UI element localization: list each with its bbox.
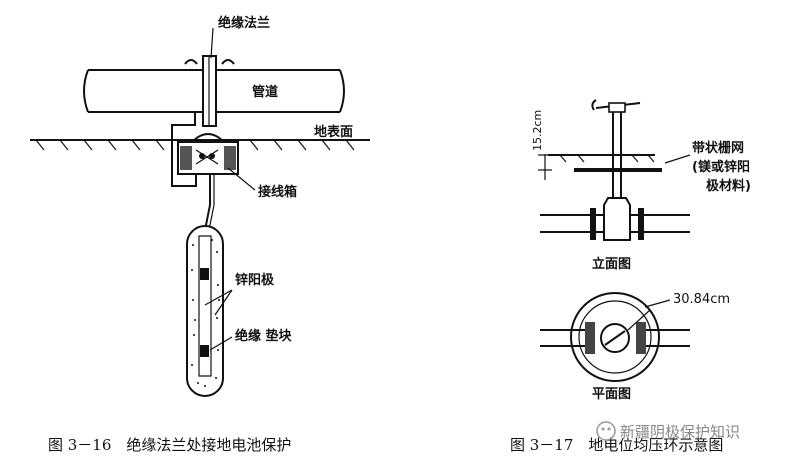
- valve-stem: [591, 99, 641, 198]
- label-junction-box: 接线箱: [258, 184, 297, 200]
- label-plan-view: 平面图: [592, 387, 631, 402]
- anode-leaders: [204, 289, 233, 351]
- label-zinc-anode: 锌阳极: [235, 272, 275, 288]
- label-insulating-flange: 绝缘法兰: [218, 15, 270, 31]
- watermark: 新疆阴极保护知识: [596, 421, 740, 441]
- lead-wires: [171, 112, 215, 231]
- dimension-diameter-text: 30.84cm: [673, 292, 730, 307]
- right-ground: [548, 154, 655, 163]
- ribbon-mesh: [574, 168, 662, 172]
- caption-figure-3-16: 图 3－16 绝缘法兰处接地电池保护: [48, 436, 291, 454]
- dimension-height-text: 15.2cm: [531, 110, 544, 151]
- label-pipe: 管道: [252, 84, 278, 100]
- label-ribbon-line2: (镁或锌阳: [692, 159, 750, 175]
- label-ribbon-line3: 极材料): [706, 178, 751, 194]
- insulating-flange: [184, 55, 235, 127]
- ribbon-leader: [664, 154, 691, 164]
- figure-3-17: 15.2cm 带状栅网 (镁或锌阳 极材料) 立面图 30.84cm 平面图 图…: [510, 99, 751, 454]
- label-elevation-view: 立面图: [592, 256, 631, 272]
- height-dimension: [538, 154, 552, 180]
- zinc-anode: [186, 225, 224, 397]
- flange-leader: [210, 27, 214, 59]
- wechat-icon: [596, 421, 616, 441]
- diameter-dimension: [627, 299, 671, 331]
- label-ribbon-line1: 带状栅网: [692, 140, 744, 156]
- ground-surface: [30, 139, 370, 151]
- figure-3-16: 绝缘法兰 管道 地表面 接线箱 锌阳极 绝缘 垫块 图 3－16 绝缘法兰处接地…: [30, 15, 370, 454]
- watermark-text: 新疆阴极保护知识: [620, 423, 740, 441]
- caption-figure-3-17: 图 3－17 地电位均压环示意图: [510, 436, 723, 454]
- label-ground-surface: 地表面: [314, 124, 353, 140]
- plan-ring: [540, 292, 690, 382]
- label-insulating-block: 绝缘 垫块: [235, 328, 293, 344]
- junction-box-leader: [227, 167, 256, 191]
- valve-body: [540, 197, 690, 241]
